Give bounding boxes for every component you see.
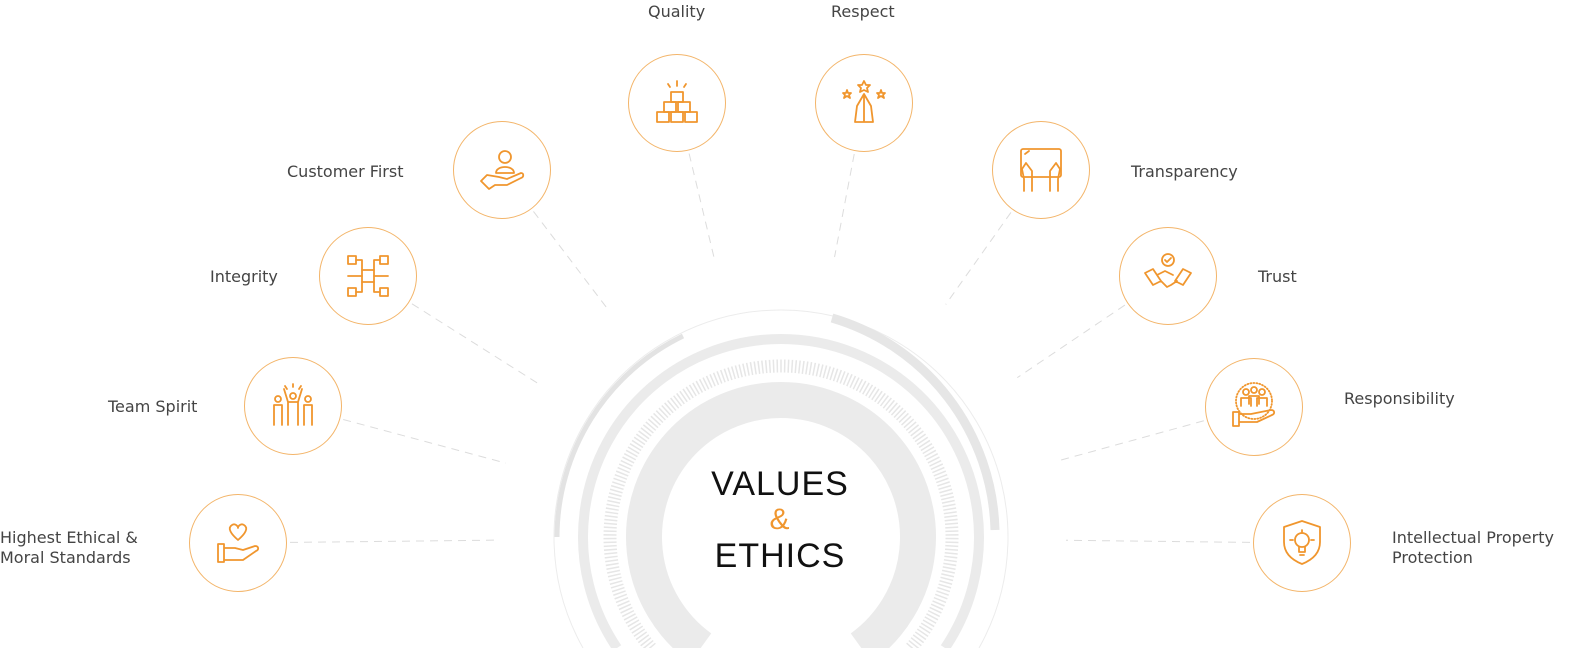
value-label: Integrity [210, 267, 278, 286]
value-node [1205, 358, 1303, 456]
tick-ring [603, 359, 959, 648]
person-in-hand-icon [480, 150, 525, 190]
connector-line [289, 539, 497, 543]
connector-line [1017, 304, 1126, 379]
connector-line [411, 303, 541, 386]
value-label: Highest Ethical & Moral Standards [0, 528, 138, 567]
connector-line [688, 153, 716, 260]
heart-in-hand-icon [217, 523, 260, 563]
handshake-check-icon [1144, 253, 1192, 288]
value-node [244, 357, 342, 455]
value-label: Quality [648, 2, 706, 21]
value-label: Intellectual Property Protection [1392, 528, 1554, 567]
outer-left-arc [554, 333, 685, 538]
stacked-boxes-icon [656, 80, 698, 123]
team-cheering-icon [273, 383, 313, 426]
inner-thick-ring [626, 382, 936, 648]
connector-line [945, 212, 1012, 305]
connector-line [834, 153, 855, 258]
connector-line [1055, 420, 1204, 462]
center-title: VALUES & ETHICS [680, 466, 880, 574]
connector-line [533, 211, 609, 311]
title-ampersand: & [769, 503, 791, 536]
value-label: Responsibility [1344, 389, 1455, 408]
circuit-network-icon [347, 255, 389, 297]
value-node [453, 121, 551, 219]
value-node [992, 121, 1090, 219]
title-ethics: ETHICS [714, 537, 846, 575]
connector-line [343, 418, 506, 464]
praying-hands-stars-icon [842, 80, 886, 123]
value-node [815, 54, 913, 152]
thin-outer-ring [553, 309, 1009, 648]
value-label: Customer First [287, 162, 404, 181]
value-label: Team Spirit [108, 397, 198, 416]
title-values: VALUES [711, 465, 849, 503]
value-node [1253, 494, 1351, 592]
connector-line [1065, 539, 1251, 543]
value-node [1119, 227, 1217, 325]
outer-right-arc [830, 313, 1000, 531]
value-node [189, 494, 287, 592]
value-node [628, 54, 726, 152]
value-label: Transparency [1131, 162, 1238, 181]
value-node [319, 227, 417, 325]
middle-ring [578, 334, 984, 648]
shield-bulb-icon [1283, 520, 1321, 565]
people-in-hand-icon [1232, 382, 1276, 427]
value-label: Trust [1258, 267, 1297, 286]
hands-on-glass-icon [1020, 148, 1062, 192]
value-label: Respect [831, 2, 895, 21]
